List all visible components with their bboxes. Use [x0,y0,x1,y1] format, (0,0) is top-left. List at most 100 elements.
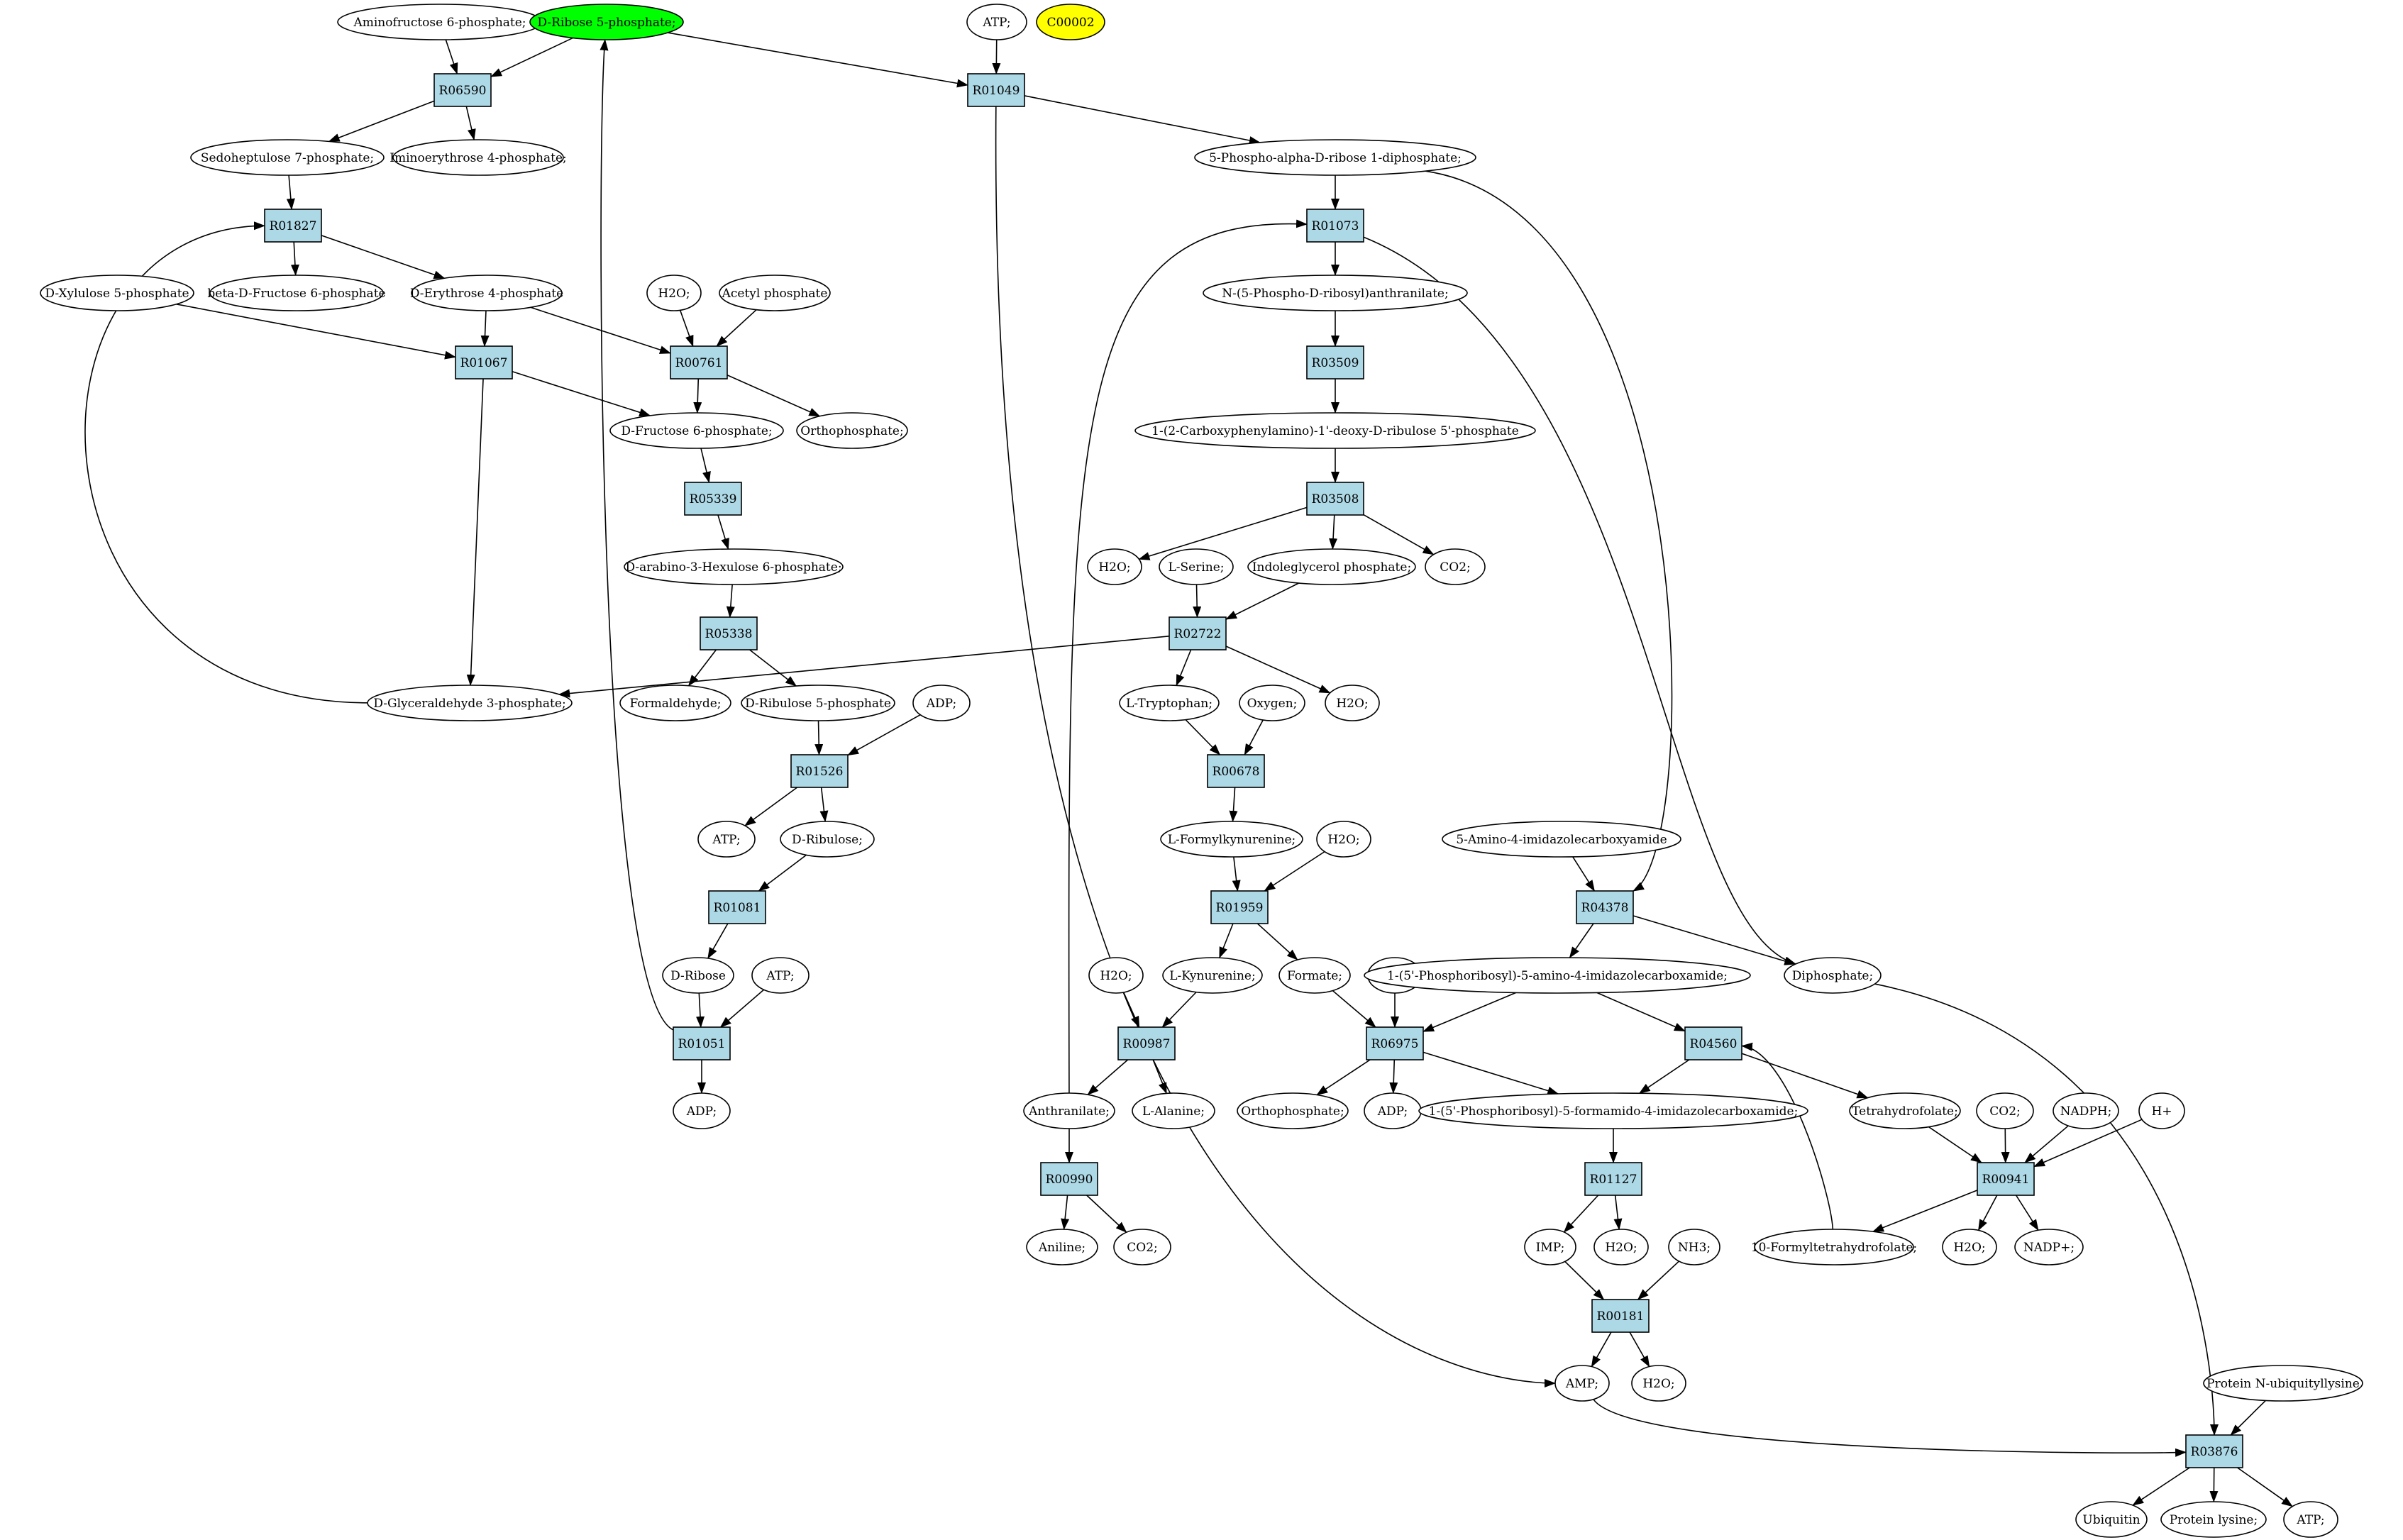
node-label: C00002 [1046,16,1094,30]
compound-node-adp_b[interactable]: ADP; [673,1092,731,1129]
compound-node-aicar[interactable]: 1-(5'-Phosphoribosyl)-5-amino-4-imidazol… [1364,957,1751,994]
compound-node-formaldehyde[interactable]: Formaldehyde; [619,685,731,721]
reaction-node-R06975[interactable]: R06975 [1366,1026,1424,1060]
compound-node-c00002[interactable]: C00002 [1036,4,1105,40]
compound-node-anthranilate[interactable]: Anthranilate; [1023,1092,1115,1129]
compound-node-sedo7p[interactable]: Sedoheptulose 7-phosphate; [190,139,385,176]
compound-node-h2o_f[interactable]: H2O; [1593,1229,1649,1265]
compound-node-nh3[interactable]: NH3; [1668,1229,1720,1265]
compound-node-prpp[interactable]: 5-Phospho-alpha-D-ribose 1-diphosphate; [1194,139,1476,176]
compound-node-lformylkyn[interactable]: L-Formylkynurenine; [1160,821,1303,858]
compound-node-aniline[interactable]: Aniline; [1026,1229,1098,1265]
compound-node-dxylulose5p[interactable]: D-Xylulose 5-phosphate [40,275,194,311]
node-label: D-Xylulose 5-phosphate [45,287,189,301]
compound-ellipse [40,275,194,311]
compound-node-nadp[interactable]: NADP+; [2014,1229,2084,1265]
edge-h2o_d-to-R01959 [1264,851,1325,892]
compound-node-ubiquitin[interactable]: Ubiquitin [2075,1501,2148,1538]
compound-node-ltrp[interactable]: L-Tryptophan; [1119,685,1220,721]
compound-node-lalanine[interactable]: L-Alanine; [1132,1092,1215,1129]
compound-node-imp[interactable]: IMP; [1524,1229,1576,1265]
compound-node-thf[interactable]: Tetrahydrofolate; [1849,1092,1961,1129]
reaction-node-R05338[interactable]: R05338 [700,616,758,650]
compound-node-ortho_b[interactable]: Orthophosphate; [1237,1092,1349,1129]
compound-node-h2o_g[interactable]: H2O; [1942,1229,1997,1265]
compound-node-co2_c[interactable]: CO2; [1113,1229,1171,1265]
compound-node-imino4p[interactable]: Iminoerythrose 4-phosphate; [390,139,567,176]
compound-node-aica[interactable]: 5-Amino-4-imidazolecarboxyamide [1442,821,1681,858]
compound-node-n5pra[interactable]: N-(5-Phospho-D-ribosyl)anthranilate; [1203,275,1468,311]
compound-node-dribose[interactable]: D-Ribose [662,957,734,994]
reaction-node-R01049[interactable]: R01049 [967,73,1025,107]
compound-node-bdf6p[interactable]: beta-D-Fructose 6-phosphate [207,275,386,311]
compound-node-formate[interactable]: Formate; [1278,957,1351,994]
reaction-node-R00678[interactable]: R00678 [1207,754,1265,788]
compound-node-atp_e[interactable]: ATP; [2283,1501,2338,1538]
compound-node-h2o_d[interactable]: H2O; [1316,821,1371,858]
compound-node-atp_top[interactable]: ATP; [966,4,1027,40]
compound-node-h2o_a[interactable]: H2O; [646,275,702,311]
reaction-node-R03508[interactable]: R03508 [1306,482,1364,516]
reaction-node-R04378[interactable]: R04378 [1576,890,1634,924]
reaction-node-R01081[interactable]: R01081 [708,890,766,924]
edge-R01051-to-dribose5p [600,38,674,1031]
reaction-node-R01959[interactable]: R01959 [1210,890,1269,924]
reaction-node-R00761[interactable]: R00761 [670,345,728,380]
compound-node-igp[interactable]: Indoleglycerol phosphate; [1247,548,1416,585]
node-label: R00181 [1597,1309,1645,1324]
compound-node-protlys[interactable]: Protein lysine; [2160,1501,2267,1538]
compound-node-adp_a[interactable]: ADP; [912,685,971,721]
compound-node-faicar[interactable]: 1-(5'-Phosphoribosyl)-5-formamido-4-imid… [1418,1092,1808,1129]
reaction-node-R05339[interactable]: R05339 [684,482,742,516]
compound-node-h2o_c[interactable]: H2O; [1325,685,1380,721]
reaction-node-R01073[interactable]: R01073 [1306,209,1364,243]
compound-node-co2_b[interactable]: CO2; [1976,1092,2034,1129]
reaction-box [1040,1162,1098,1196]
compound-node-darab[interactable]: D-arabino-3-Hexulose 6-phosphate; [624,548,844,585]
compound-node-g3p[interactable]: D-Glyceraldehyde 3-phosphate; [367,685,573,721]
edge-R00761-to-ortho_a [727,375,821,417]
reaction-node-R01526[interactable]: R01526 [790,754,849,788]
compound-node-co2_a[interactable]: CO2; [1425,548,1486,585]
compound-node-dribose5p[interactable]: D-Ribose 5-phosphate; [529,4,684,40]
node-label: L-Alanine; [1142,1104,1205,1119]
compound-node-atp_c[interactable]: ATP; [751,957,810,994]
compound-node-atp_b[interactable]: ATP; [697,821,756,858]
compound-node-amp[interactable]: AMP; [1554,1365,1610,1402]
reaction-node-R00181[interactable]: R00181 [1591,1299,1650,1333]
reaction-node-R00941[interactable]: R00941 [1977,1162,2035,1196]
reaction-node-R03876[interactable]: R03876 [2185,1434,2243,1468]
compound-node-lserine[interactable]: L-Serine; [1159,548,1234,585]
compound-node-hplus[interactable]: H+ [2138,1092,2185,1129]
reaction-node-R03509[interactable]: R03509 [1306,345,1364,380]
compound-node-dribulose[interactable]: D-Ribulose; [780,821,875,858]
compound-node-h2o_e[interactable]: H2O; [1088,957,1144,994]
compound-node-diphosphate[interactable]: Diphosphate; [1784,957,1882,994]
compound-node-dribulose5p[interactable]: D-Ribulose 5-phosphate [741,685,895,721]
reaction-node-R01051[interactable]: R01051 [673,1026,731,1060]
compound-node-oxygen[interactable]: Oxygen; [1239,685,1305,721]
compound-node-cdrp[interactable]: 1-(2-Carboxyphenylamino)-1'-deoxy-D-ribu… [1134,412,1536,449]
compound-ellipse [2053,1092,2119,1129]
reaction-node-R01067[interactable]: R01067 [455,345,513,380]
reaction-node-R06590[interactable]: R06590 [433,73,492,107]
compound-node-fthf[interactable]: 10-Formyltetrahydrofolate; [1751,1229,1917,1265]
reaction-node-R04560[interactable]: R04560 [1684,1026,1742,1060]
compound-node-acetylp[interactable]: Acetyl phosphate [719,275,831,311]
reaction-node-R02722[interactable]: R02722 [1169,616,1227,650]
compound-node-df6p[interactable]: D-Fructose 6-phosphate; [609,412,784,449]
compound-node-lkyn[interactable]: L-Kynurenine; [1162,957,1263,994]
compound-node-h2o_h[interactable]: H2O; [1631,1365,1686,1402]
reaction-node-R00990[interactable]: R00990 [1040,1162,1098,1196]
compound-node-adp_c[interactable]: ADP; [1364,1092,1422,1129]
compound-node-ortho_a[interactable]: Orthophosphate; [796,412,908,449]
compound-node-dery4p[interactable]: D-Erythrose 4-phosphate [410,275,563,311]
reaction-node-R01827[interactable]: R01827 [264,209,322,243]
compound-node-nadph[interactable]: NADPH; [2053,1092,2119,1129]
compound-node-protnub[interactable]: Protein N-ubiquityllysine [2203,1365,2363,1402]
reaction-node-R00987[interactable]: R00987 [1117,1026,1176,1060]
reaction-node-R01127[interactable]: R01127 [1584,1162,1642,1196]
compound-node-aminofructose[interactable]: Aminofructose 6-phosphate; [337,4,543,40]
edge-R06590-to-imino4p [465,106,476,141]
compound-node-h2o_b[interactable]: H2O; [1087,548,1142,585]
